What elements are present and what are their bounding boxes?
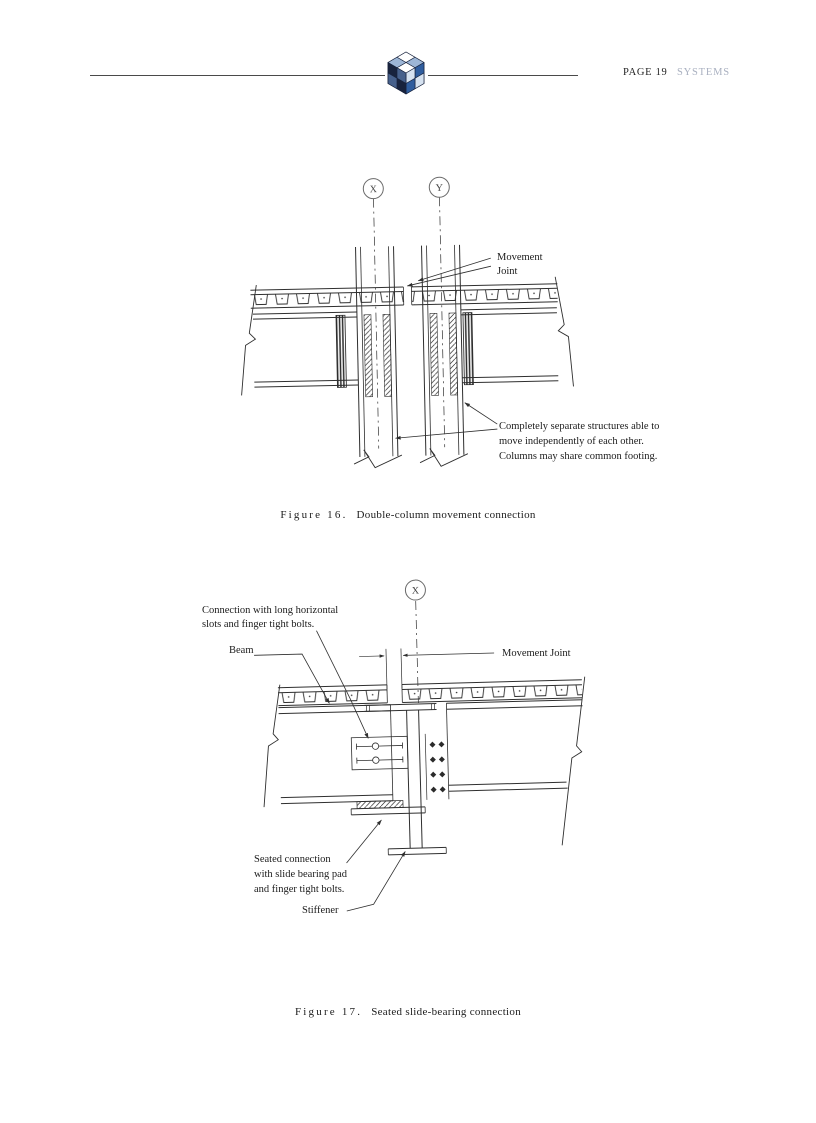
figure16-caption-label: Figure 16. [280, 509, 348, 521]
figure17-caption: Figure 17. Seated slide-bearing connecti… [0, 1006, 816, 1018]
grid-bubble-x [362, 178, 384, 200]
note-line: Connection with long horizontal [202, 605, 339, 616]
note-line: move independently of each other. [499, 436, 644, 447]
fig17-seat [350, 800, 426, 816]
fig16-break-marks [241, 276, 574, 469]
grid-bubble-y-label: Y [436, 183, 443, 194]
page-number-label: PAGE 19 [623, 67, 668, 78]
bolt-symbols [429, 741, 446, 793]
grid-bubble-x-label: X [412, 585, 420, 596]
fig16-movement-joint-label: Movement Joint [497, 251, 543, 279]
figure16-caption: Figure 16. Double-column movement connec… [0, 509, 816, 521]
fig16-slab-and-deck [250, 283, 558, 309]
figure17-caption-label: Figure 17. [294, 1006, 363, 1018]
fig17-beam-label: Beam [229, 645, 254, 656]
fig17-grid-bubble: X [404, 579, 426, 601]
label-line: Joint [497, 266, 518, 277]
fig16-note: Completely separate structures able to m… [499, 419, 659, 464]
fig17-stiffener-label: Stiffener [302, 905, 339, 916]
note-line: Completely separate structures able to [499, 421, 660, 432]
figure16-drawing: X Y [241, 176, 574, 469]
fig17-bolt-group [424, 703, 450, 800]
fig17-movement-joint-label: Movement Joint [502, 648, 571, 659]
fig17-leader-lines [254, 630, 406, 912]
fig17-break-marks [263, 676, 586, 846]
fig17-right-beam [446, 699, 583, 792]
fig16-beams [252, 307, 559, 388]
fig16-grid-bubbles: X Y [362, 176, 450, 200]
fig17-girder [364, 703, 447, 856]
fig17-centerline [415, 601, 419, 704]
fig17-movement-joint-dimension [359, 648, 495, 689]
figure17-caption-title: Seated slide-bearing connection [371, 1006, 522, 1018]
note-line: slots and finger tight bolts. [202, 619, 315, 630]
note-line: and finger tight bolts. [254, 884, 345, 895]
fig17-slab-and-deck [277, 679, 583, 707]
fig17-seated-note: Seated connection with slide bearing pad… [254, 852, 347, 897]
fig17-connection-note: Connection with long horizontal slots an… [202, 604, 338, 632]
fig16-left-end-plate [335, 314, 347, 388]
note-line: Seated connection [254, 854, 331, 865]
fig16-columns [355, 244, 465, 457]
grid-bubble-x-label: X [370, 184, 378, 195]
fig16-leader-lines [395, 257, 498, 440]
label-line: Movement [497, 252, 543, 263]
fig17-slotted-connection-plate [350, 735, 409, 771]
grid-bubble-y [428, 176, 450, 198]
grid-bubble-x [404, 579, 426, 601]
fig17-left-beam [278, 704, 394, 805]
figure16-caption-title: Double-column movement connection [356, 509, 536, 521]
fig16-right-end-plate [462, 312, 474, 386]
note-line: Columns may share common footing. [499, 451, 658, 462]
section-label: SYSTEMS [677, 67, 730, 78]
cube-logo-icon [387, 51, 425, 95]
fig16-centerlines [373, 197, 446, 449]
figure17-drawing: X [254, 579, 586, 912]
note-line: with slide bearing pad [254, 869, 348, 880]
